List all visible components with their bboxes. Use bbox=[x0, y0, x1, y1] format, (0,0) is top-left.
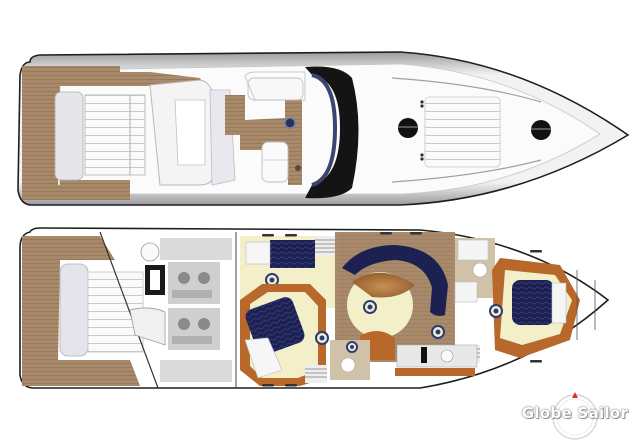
galley bbox=[396, 344, 478, 368]
sunpad bbox=[84, 94, 146, 176]
saloon-sofa bbox=[342, 245, 448, 316]
engine-icon bbox=[168, 262, 220, 350]
compass-icon bbox=[552, 392, 598, 440]
forward-berth bbox=[512, 280, 554, 325]
berth-aft-top bbox=[270, 240, 315, 268]
windscreen bbox=[305, 66, 359, 199]
foredeck-sunpad bbox=[424, 96, 501, 168]
globesailor-watermark: Globe Sailor bbox=[520, 392, 630, 442]
upper-deck bbox=[17, 51, 630, 206]
watermark-text: Globe Sailor bbox=[521, 404, 629, 422]
lower-deck bbox=[19, 227, 610, 389]
hatch-icon bbox=[284, 117, 296, 129]
